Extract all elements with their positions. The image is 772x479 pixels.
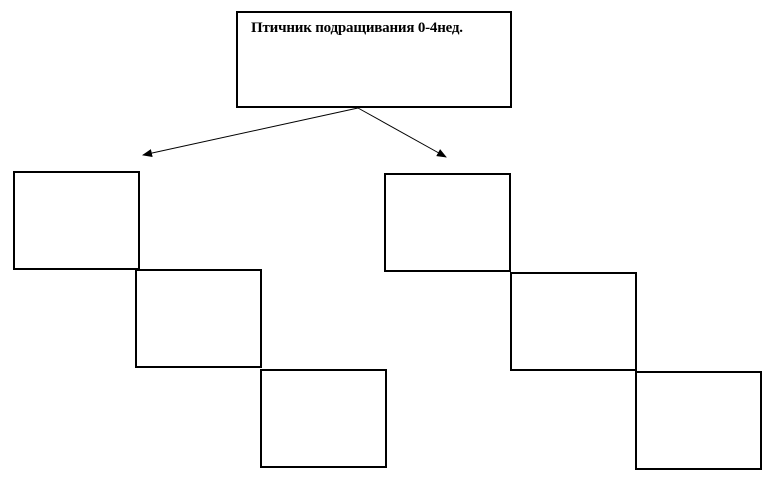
left-branch-box-2: [135, 269, 262, 368]
left-branch-box-3: [260, 369, 387, 468]
right-branch-box-2: [510, 272, 637, 371]
right-branch-box-1: [384, 173, 511, 272]
root-box: Птичник подращивания 0-4нед.: [236, 11, 512, 108]
root-title: Птичник подращивания 0-4нед.: [251, 20, 463, 36]
arrow-to-right-branch: [357, 107, 447, 158]
left-branch-box-1: [13, 171, 140, 270]
right-branch-box-3: [635, 371, 762, 470]
arrow-to-left-branch: [142, 107, 359, 157]
